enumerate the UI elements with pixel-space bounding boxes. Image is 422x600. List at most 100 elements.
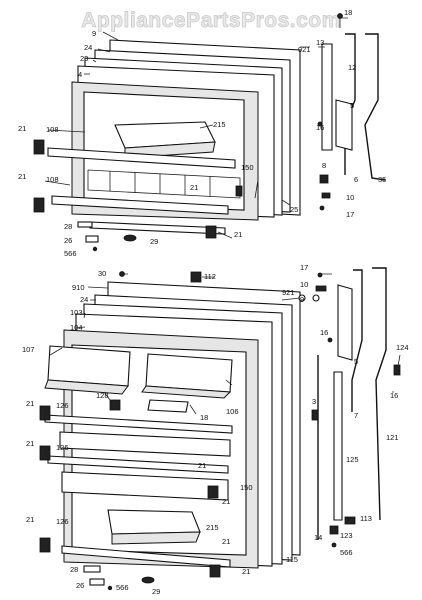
dairy-compartment-door-right (145, 353, 233, 393)
dairy-compartment-door-left (47, 345, 131, 387)
part-29 (123, 234, 137, 242)
callout-126-c: 126 (56, 517, 69, 526)
part-28-bottom (83, 565, 101, 573)
part-124 (393, 364, 401, 376)
freezer-handle-35 (364, 33, 386, 181)
callout-21-d: 21 (222, 497, 230, 506)
shelf-bracket-left-3 (39, 537, 51, 553)
callout-29: 29 (150, 237, 158, 246)
callout-17-bottom: 17 (300, 263, 308, 272)
freezer-handle-trim (321, 43, 333, 151)
callout-18-bottom: 18 (200, 413, 208, 422)
callout-28: 28 (64, 222, 72, 231)
callout-13: 13 (316, 38, 324, 47)
callout-112: 112 (204, 272, 216, 281)
callout-566-left: 566 (116, 583, 129, 592)
callout-10: 10 (346, 193, 354, 202)
callout-150-bottom: 150 (240, 483, 253, 492)
door-bottom-bin (107, 509, 201, 535)
callout-26: 26 (64, 236, 72, 245)
callout-21-f: 21 (222, 537, 230, 546)
callout-215-bottom: 215 (206, 523, 219, 532)
callout-21-bottom: 21 (234, 230, 242, 239)
callout-16: 16 (316, 123, 324, 132)
freezer-shelf-bracket-right (205, 225, 217, 239)
callout-7: 7 (354, 411, 358, 420)
part-26-bottom (89, 578, 105, 586)
callout-21-mid: 21 (190, 183, 198, 192)
callout-21-c: 21 (198, 461, 206, 470)
callout-150: 150 (241, 163, 254, 172)
callout-6: 6 (354, 175, 358, 184)
callout-16-lower: 16 (390, 391, 398, 400)
freezer-shelf-bracket-left-lower (33, 197, 45, 213)
callout-107: 107 (22, 345, 35, 354)
callout-126-b: 126 (56, 443, 69, 452)
callout-126-a: 126 (56, 401, 69, 410)
callout-16-upper: 16 (320, 328, 328, 337)
part-29-bottom (141, 576, 155, 584)
part-113 (344, 516, 356, 525)
callout-21-lower-left: 21 (18, 172, 26, 181)
callout-30: 30 (98, 269, 106, 278)
door-shelf-2 (47, 455, 229, 474)
fresh-food-callout-labels: 30 112 17 910 24 921 10 9 103 104 107 12… (22, 263, 409, 596)
callout-124: 124 (396, 343, 409, 352)
callout-125: 125 (346, 455, 359, 464)
shelf-bracket-right-2 (209, 564, 221, 578)
callout-128: 128 (96, 391, 109, 400)
callout-24: 24 (84, 43, 92, 52)
shelf-bracket-left-2 (39, 445, 51, 461)
part-9-bottom (312, 294, 320, 302)
dairy-door-left-lip (44, 379, 129, 395)
part-566-bottom (331, 542, 337, 548)
callout-21-g: 21 (242, 567, 250, 576)
part-566 (92, 246, 98, 252)
freezer-door-assembly (33, 13, 386, 252)
fresh-food-handle-7 (351, 269, 363, 412)
callout-121: 121 (386, 433, 399, 442)
callout-9: 9 (92, 29, 96, 38)
door-bottom-bin-front (111, 531, 201, 545)
freezer-shelf-bar-upper (47, 147, 236, 169)
callout-5: 5 (350, 101, 354, 110)
fresh-food-hinge-bracket (337, 284, 353, 361)
callout-910: 910 (72, 283, 85, 292)
door-bin-1 (59, 431, 231, 457)
shelf-bracket-right-1 (207, 485, 219, 499)
callout-108-lower: 108 (46, 175, 59, 184)
callout-8: 8 (322, 161, 326, 170)
part-123 (329, 525, 339, 535)
freezer-shelf-bar-lower (51, 195, 229, 215)
dairy-door-right-lip (141, 385, 232, 399)
freezer-bin-clip (235, 185, 243, 197)
callout-28-bottom: 28 (70, 565, 78, 574)
callout-215: 215 (213, 120, 226, 129)
callout-106: 106 (226, 407, 239, 416)
screw-16-bottom (327, 337, 333, 343)
part-8 (319, 174, 329, 184)
callout-21-upper-left: 21 (18, 124, 26, 133)
door-bin-2 (61, 471, 229, 501)
screw-16 (317, 121, 323, 127)
callout-3: 3 (312, 397, 316, 406)
callout-26-bottom: 26 (76, 581, 84, 590)
callout-29-bottom: 29 (152, 587, 160, 596)
freezer-hinge-bracket (335, 99, 353, 151)
callout-566-right: 566 (340, 548, 353, 557)
part-17-bottom (317, 272, 323, 278)
part-26 (85, 235, 99, 243)
callout-35: 35 (378, 175, 386, 184)
callout-123: 123 (340, 531, 353, 540)
freezer-wire-rack (87, 169, 241, 199)
callout-17: 17 (346, 210, 354, 219)
callout-21-e: 21 (26, 515, 34, 524)
part-128 (109, 399, 121, 411)
part-10 (321, 192, 331, 199)
callout-25: 25 (290, 205, 298, 214)
fresh-food-door-assembly (39, 267, 401, 591)
callout-21-b: 21 (26, 439, 34, 448)
callout-5-bottom: 5 (354, 357, 358, 366)
part-566-bottom-left (107, 585, 113, 591)
callout-115: 115 (286, 555, 298, 564)
